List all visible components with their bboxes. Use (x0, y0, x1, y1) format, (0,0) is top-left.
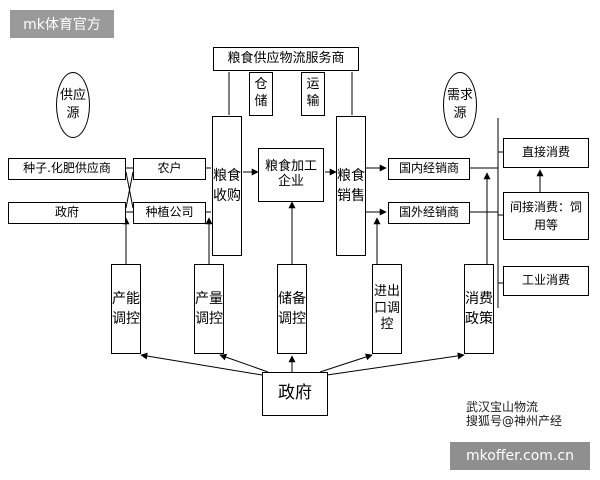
industrial-consumption-box: 工业消费 (503, 266, 589, 296)
seed-fertilizer-supplier-box: 种子.化肥供应商 (8, 158, 126, 180)
domestic-dealer-box: 国内经销商 (388, 158, 470, 180)
farmers-box: 农户 (133, 158, 206, 180)
supply-source-oval: 供应源 (56, 72, 90, 138)
storage-box: 仓储 (249, 72, 273, 116)
demand-source-oval: 需求源 (443, 72, 477, 138)
watermark-line-2: 搜狐号@神州产经 (466, 414, 563, 429)
government-center-box: 政府 (262, 372, 328, 416)
planting-company-box: 种植公司 (133, 202, 206, 224)
transport-box: 运输 (301, 72, 325, 116)
reserve-control-box: 储备调控 (277, 264, 307, 354)
consumption-policy-box: 消费政策 (464, 264, 494, 354)
watermark-line-1: 武汉宝山物流 (466, 400, 539, 414)
grain-purchase-box: 粮食收购 (212, 116, 242, 256)
import-export-control-box: 进出口调控 (372, 264, 402, 354)
output-control-box: 产量调控 (194, 264, 224, 354)
grain-processing-enterprise-box: 粮食加工企业 (258, 148, 324, 202)
direct-consumption-box: 直接消费 (503, 138, 589, 168)
indirect-consumption-box: 间接消费：饲用等 (503, 192, 589, 240)
capacity-control-box: 产能调控 (111, 264, 141, 354)
grain-sales-box: 粮食销售 (336, 116, 366, 256)
foreign-dealer-box: 国外经销商 (388, 202, 470, 224)
government-left-box: 政府 (8, 202, 126, 224)
watermark-text: 武汉宝山物流 搜狐号@神州产经 (466, 400, 596, 429)
top-left-site-badge: mk体育官方 (10, 10, 114, 38)
bottom-right-site-badge: mkoffer.com.cn (450, 442, 590, 470)
logistics-service-provider-box: 粮食供应物流服务商 (213, 47, 359, 71)
